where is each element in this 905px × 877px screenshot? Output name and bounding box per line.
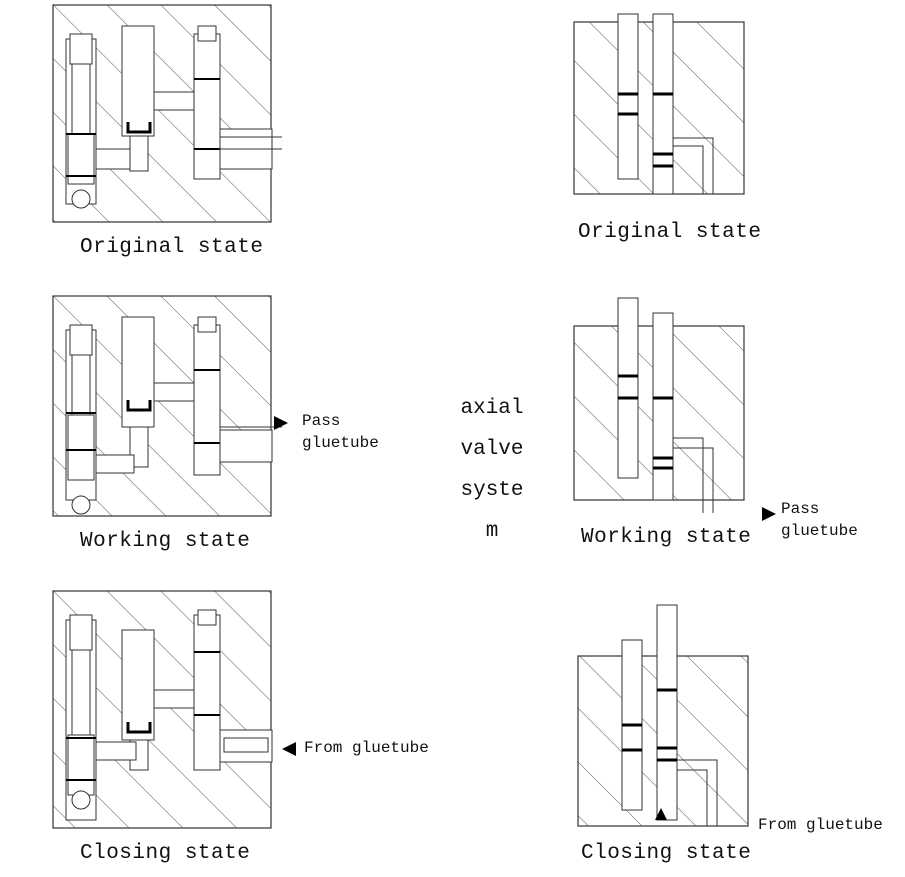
right-closing-drawing [577, 604, 749, 827]
left-working-caption: Working state [80, 530, 251, 553]
left-closing-diagram [52, 590, 287, 830]
arrow-left-icon [282, 742, 296, 756]
left-pass-label: Pass gluetube [274, 412, 379, 452]
center-label-line1: axial [460, 397, 524, 420]
left-pass-label-line1: Pass [302, 412, 341, 430]
left-working-diagram [52, 295, 287, 520]
right-original-drawing [573, 13, 745, 195]
right-pass-label: Pass gluetube [762, 500, 858, 540]
right-working-caption: Working state [581, 526, 752, 549]
right-original-diagram [573, 6, 748, 196]
arrow-right-icon [274, 416, 288, 430]
left-closing-caption: Closing state [80, 842, 251, 865]
left-pass-label-line2: gluetube [302, 434, 379, 452]
right-pass-label-line1: Pass [781, 500, 820, 518]
center-label: axial valve syste m [452, 397, 532, 561]
right-working-diagram [573, 288, 748, 513]
center-label-line4: m [485, 520, 499, 543]
arrow-right-icon [762, 507, 776, 521]
left-from-label-text: From gluetube [304, 739, 429, 757]
right-closing-diagram [577, 600, 752, 830]
left-original-drawing [52, 4, 282, 223]
left-working-drawing [52, 295, 282, 517]
right-pass-label-line2: gluetube [781, 522, 858, 540]
left-original-diagram [52, 4, 287, 224]
right-original-caption: Original state [578, 221, 762, 244]
left-closing-drawing [52, 590, 273, 829]
right-closing-caption: Closing state [581, 842, 752, 865]
right-working-drawing [573, 297, 745, 513]
left-from-label: From gluetube [280, 739, 429, 757]
center-label-line3: syste [460, 479, 524, 502]
center-label-line2: valve [460, 438, 524, 461]
left-original-caption: Original state [80, 236, 264, 259]
right-from-label: From gluetube [758, 816, 883, 834]
